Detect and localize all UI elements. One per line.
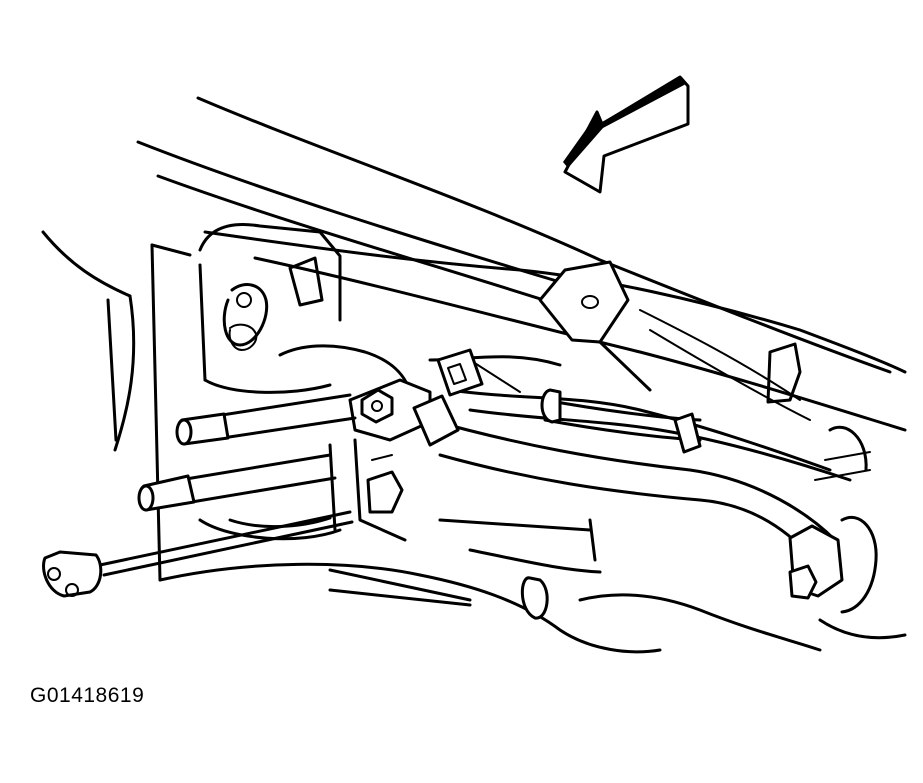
connector-rod	[42, 510, 354, 598]
mounting-bracket	[538, 260, 652, 392]
lower-frame	[158, 518, 822, 654]
lower-ac-line	[137, 453, 337, 512]
housing	[150, 223, 412, 582]
hose-clamp	[412, 348, 702, 454]
hose-bundle	[428, 309, 852, 572]
right-mount	[766, 342, 907, 640]
forward-arrow-icon	[563, 75, 690, 194]
upper-ac-line	[175, 393, 357, 446]
figure-code: G01418619	[30, 684, 145, 707]
body-panel	[41, 96, 907, 452]
fitting-block	[348, 378, 432, 542]
